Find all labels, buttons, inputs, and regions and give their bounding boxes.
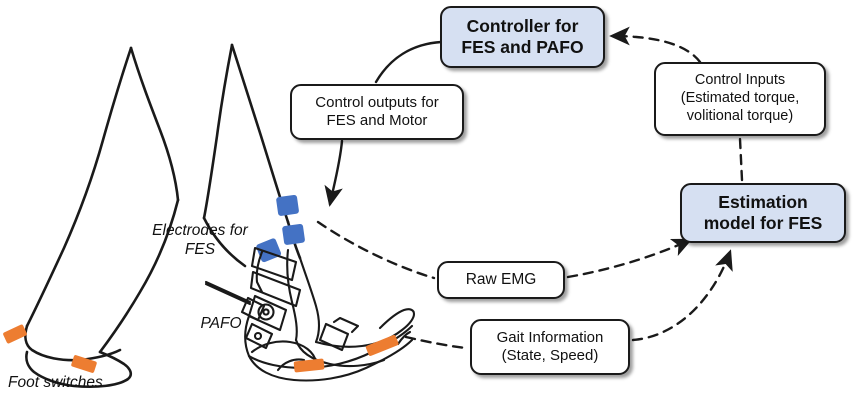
node-gait-information-line2: (State, Speed) — [501, 347, 599, 364]
caption-electrodes: Electrodes for FES — [152, 222, 248, 258]
edge-foot-to-gait — [404, 335, 468, 350]
edge-ankle-to-emg — [316, 220, 436, 280]
node-control-inputs-line1: Control Inputs — [694, 72, 786, 89]
fes-electrodes — [256, 194, 305, 263]
caption-pafo: PAFO — [200, 315, 242, 332]
node-estimation-model-line1: Estimation — [718, 191, 808, 212]
edge-inputs-to-controller — [609, 26, 702, 64]
edge-controller-to-outputs — [374, 40, 443, 84]
node-control-inputs-line2: (Estimated torque, — [680, 90, 800, 107]
node-raw-emg[interactable]: Raw EMG — [437, 261, 565, 299]
node-control-outputs-line2: FES and Motor — [326, 112, 428, 129]
node-gait-information-line1: Gait Information — [496, 328, 604, 346]
node-control-inputs[interactable]: Control Inputs (Estimated torque, voliti… — [654, 62, 826, 136]
node-estimation-model-line2: model for FES — [703, 213, 823, 233]
node-control-outputs[interactable]: Control outputs for FES and Motor — [290, 84, 464, 140]
edge-estimation-to-inputs — [738, 137, 744, 182]
edge-gait-to-estimation — [631, 249, 733, 342]
node-raw-emg-label: Raw EMG — [465, 270, 537, 288]
node-control-outputs-line1: Control outputs for — [315, 93, 439, 111]
foot-switch-markers — [3, 324, 399, 373]
edge-outputs-to-ankle — [324, 139, 344, 207]
node-control-inputs-line3: volitional torque) — [686, 107, 794, 124]
node-estimation-model[interactable]: Estimation model for FES — [680, 183, 846, 243]
edge-emg-to-estimation — [566, 238, 693, 279]
node-controller-line2: FES and PAFO — [461, 37, 584, 57]
node-controller[interactable]: Controller for FES and PAFO — [440, 6, 605, 68]
node-gait-information[interactable]: Gait Information (State, Speed) — [470, 319, 630, 375]
caption-foot-switches: Foot switches — [8, 374, 103, 391]
node-controller-line1: Controller for — [466, 15, 579, 36]
